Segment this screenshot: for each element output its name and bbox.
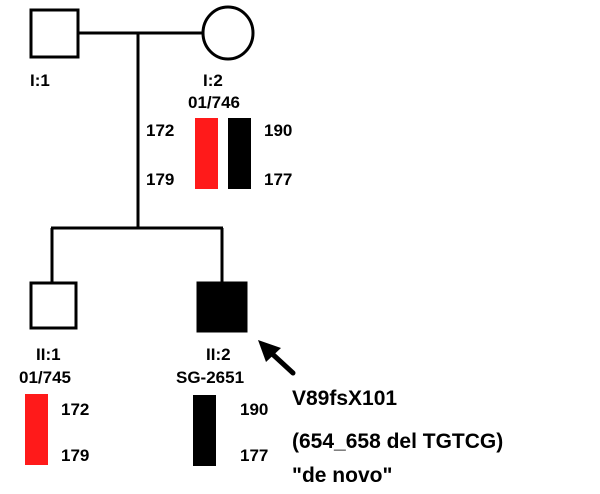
father-id-label: I:1 [30, 71, 50, 90]
son-haplotype-red [25, 394, 48, 465]
son-haplotypes: 172 179 [25, 394, 89, 465]
son-symbol [29, 281, 78, 330]
proband-sample-label: SG-2651 [176, 368, 244, 387]
mother-allele-right-bottom: 177 [264, 170, 292, 189]
mother-allele-left-bottom: 179 [146, 170, 174, 189]
mother-allele-left-top: 172 [146, 121, 174, 140]
son-allele-top: 172 [61, 400, 89, 419]
mother-symbol [201, 5, 255, 61]
son-id-label: II:1 [36, 345, 61, 364]
proband-allele-bottom: 177 [240, 446, 268, 465]
son-allele-bottom: 179 [61, 446, 89, 465]
mother-sample-label: 01/746 [188, 93, 240, 112]
pedigree-lines [50, 31, 224, 283]
arrow-up-left-icon [258, 340, 296, 376]
mutation-label: V89fsX101 [292, 387, 397, 410]
mother-allele-right-top: 190 [264, 121, 292, 140]
mother-id-label: I:2 [203, 71, 223, 90]
son-sample-label: 01/745 [19, 368, 71, 387]
mother-haplotype-black [228, 118, 251, 189]
proband-allele-top: 190 [240, 400, 268, 419]
proband-id-label: II:2 [206, 345, 231, 364]
proband-symbol [196, 281, 248, 333]
deletion-label: (654_658 del TGTCG) [292, 430, 503, 453]
proband-haplotype-black [193, 395, 216, 466]
mother-haplotypes: 172 179 190 177 [146, 118, 292, 189]
proband-haplotypes: 190 177 [193, 395, 268, 466]
mother-haplotype-red [195, 118, 218, 189]
origin-label: "de novo" [292, 464, 392, 487]
father-symbol [29, 8, 80, 59]
